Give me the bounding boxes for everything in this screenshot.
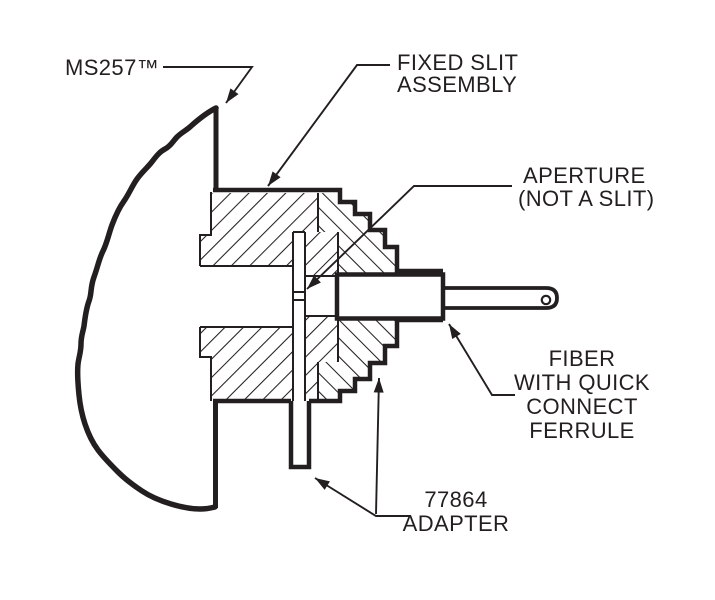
slit-plate [293,232,305,401]
ferrule-holder [334,272,446,321]
label-fiber-line3: CONNECT [526,394,638,419]
monochromator-body-break-outline [74,105,219,512]
ferrule-cavity [305,277,337,315]
fiber-ferrule-barrel [441,286,559,310]
adapter-leader-step [373,377,384,515]
bore-lines [200,265,293,328]
part-boundary-lines [317,193,339,400]
label-fiber-line4: FERRULE [529,418,635,443]
fiber-core-end [540,294,552,306]
fixed-slit-leader [267,64,390,187]
label-adapter-line2: ADAPTER [403,511,510,536]
label-fiber-line2: WITH QUICK [514,370,650,395]
label-fixed-slit-line2: ASSEMBLY [397,72,517,97]
ms257-leader [163,66,254,104]
assembly-bottom-outline [213,317,443,404]
fiber-leader [448,323,515,396]
bore-cavity [195,266,293,327]
aperture-opening [293,291,305,301]
adapter-section-hatch-lower [318,317,443,400]
adapter-section-hatch-upper [318,193,443,276]
label-aperture-line1: APERTURE [523,163,646,188]
label-fixed-slit-line1: FIXED SLIT [397,50,518,75]
slit-plate-bottom-tab [288,401,312,470]
label-fiber-line1: FIBER [549,346,616,371]
label-aperture-line2: (NOT A SLIT) [518,186,654,211]
flange-left-profile [199,192,212,401]
label-adapter-line1: 77864 [424,487,487,512]
label-ms257: MS257™ [65,55,159,80]
adapter-leader-tab [314,477,411,517]
aperture-leader [306,185,512,290]
assembly-top-outline [213,187,443,274]
